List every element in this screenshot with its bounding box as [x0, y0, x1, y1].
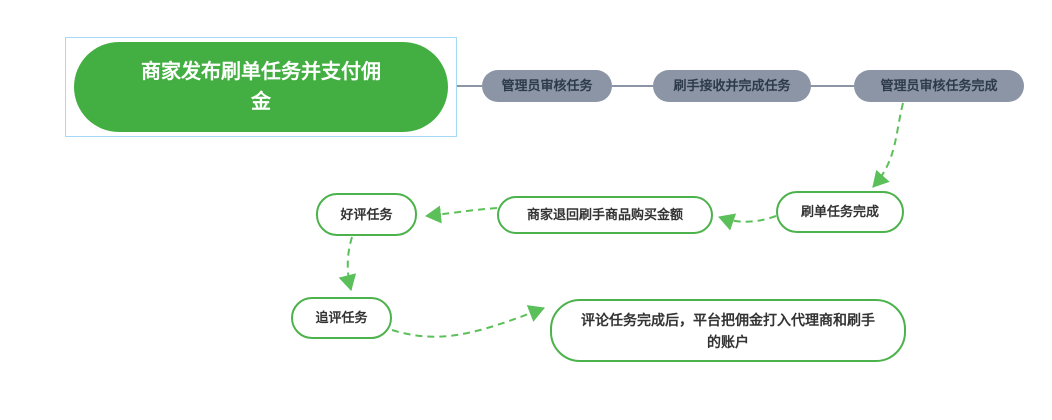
- node-merchant-publish-task[interactable]: 商家发布刷单任务并支付佣 金: [74, 42, 448, 132]
- node-admin-review-task-complete[interactable]: 管理员审核任务完成: [854, 70, 1024, 102]
- node-platform-pays-commission[interactable]: 评论任务完成后，平台把佣金打入代理商和刷手 的账户: [550, 299, 906, 362]
- node-brushing-task-complete[interactable]: 刷单任务完成: [776, 191, 904, 233]
- arrow-task-done-to-refund[interactable]: [718, 213, 777, 231]
- node-admin-review-task[interactable]: 管理员审核任务: [482, 70, 612, 102]
- arrow-positive-review-to-followup-review[interactable]: [338, 236, 357, 291]
- node-merchant-refund-purchase-amount[interactable]: 商家退回刷手商品购买金额: [497, 196, 713, 234]
- node-brusher-accept-complete-task[interactable]: 刷手接收并完成任务: [653, 70, 811, 102]
- selection-outline: [65, 37, 457, 137]
- arrow-refund-to-positive-review[interactable]: [425, 205, 498, 224]
- arrow-review-done-to-task-done[interactable]: [872, 102, 904, 188]
- node-followup-review-task[interactable]: 追评任务: [291, 297, 392, 339]
- arrow-followup-review-to-commission[interactable]: [391, 305, 545, 338]
- node-positive-review-task[interactable]: 好评任务: [316, 193, 417, 236]
